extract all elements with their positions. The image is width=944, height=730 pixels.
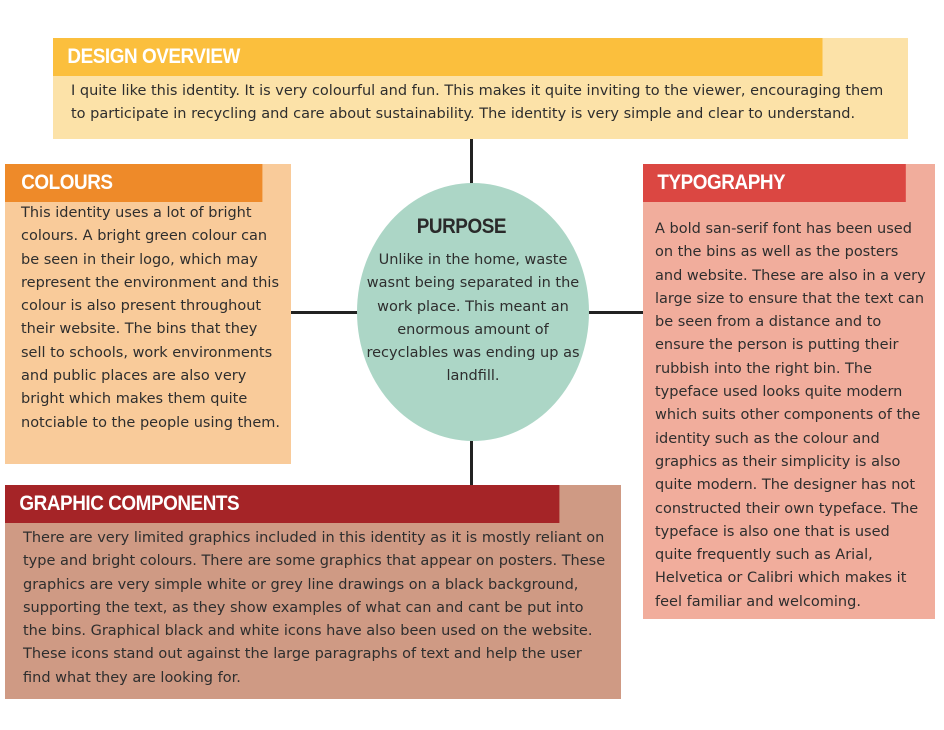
design-overview-title: DESIGN OVERVIEW: [53, 38, 823, 76]
purpose-text: Unlike in the home, waste wasnt being se…: [366, 252, 580, 385]
colours-text: This identity uses a lot of bright colou…: [21, 205, 281, 431]
graphic-components-text: There are very limited graphics included…: [23, 530, 606, 686]
graphic-components-title: GRAPHIC COMPONENTS: [5, 485, 560, 523]
purpose-title: PURPOSE: [416, 215, 507, 238]
typography-card: TYPOGRAPHY A bold san-serif font has bee…: [643, 164, 935, 619]
colours-title: COLOURS: [5, 164, 263, 202]
colours-card: COLOURS This identity uses a lot of brig…: [5, 164, 291, 464]
design-overview-text: I quite like this identity. It is very c…: [71, 83, 884, 122]
purpose-circle: PURPOSE Unlike in the home, waste wasnt …: [357, 183, 589, 441]
connector-left: [291, 311, 360, 314]
design-overview-card: DESIGN OVERVIEW I quite like this identi…: [53, 38, 908, 139]
connector-bottom: [470, 438, 473, 485]
connector-top: [470, 139, 473, 186]
graphic-components-card: GRAPHIC COMPONENTS There are very limite…: [5, 485, 621, 699]
connector-right: [586, 311, 643, 314]
typography-title: TYPOGRAPHY: [643, 164, 906, 202]
typography-text: A bold san-serif font has been used on t…: [655, 221, 926, 610]
